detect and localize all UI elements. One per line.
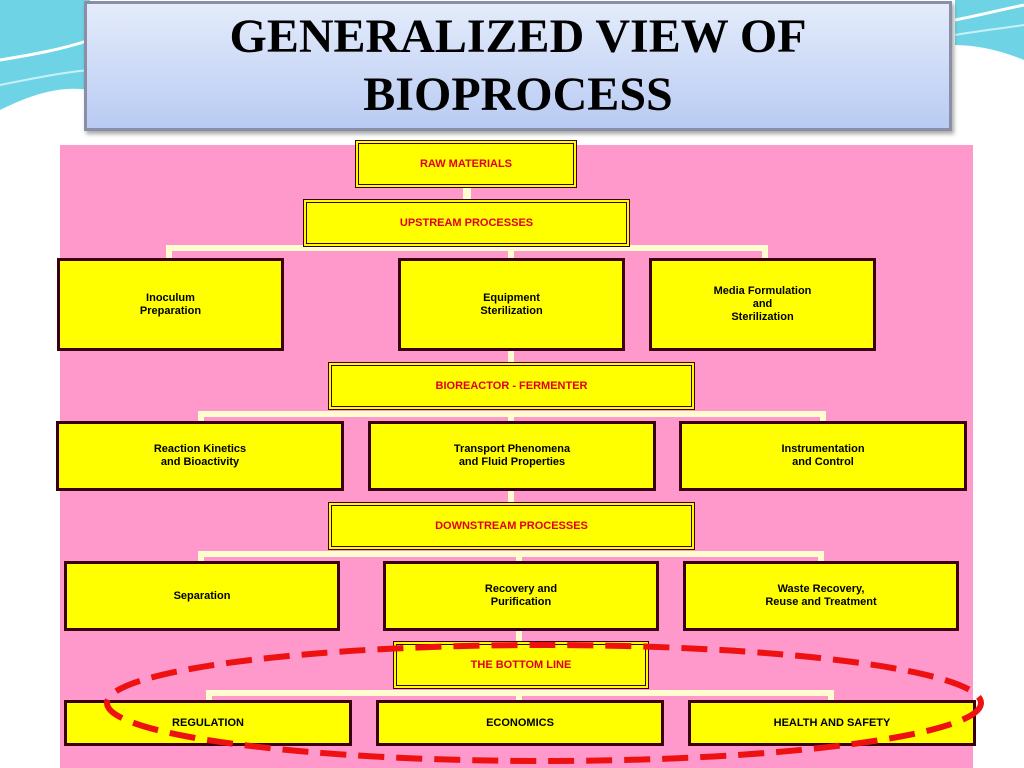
connector-upstream-right-drop [762, 245, 768, 259]
item-inoculum-preparation: Inoculum Preparation [57, 258, 284, 351]
item-instrumentation-control: Instrumentation and Control [679, 421, 967, 491]
item-recovery-purification: Recovery and Purification [383, 561, 659, 631]
stage-upstream-processes: UPSTREAM PROCESSES [303, 199, 630, 247]
connector-to-bottom-line [516, 629, 522, 643]
stage-bioreactor-fermenter: BIOREACTOR - FERMENTER [328, 362, 695, 410]
connector-downstream-left-drop [198, 551, 204, 563]
stage-bottom-line: THE BOTTOM LINE [393, 641, 649, 689]
item-transport-phenomena: Transport Phenomena and Fluid Properties [368, 421, 656, 491]
item-equipment-sterilization: Equipment Sterilization [398, 258, 625, 351]
connector-upstream-center-drop [508, 245, 514, 259]
top-right-swirl-line [954, 3, 1024, 22]
connector-upstream-bar [168, 245, 766, 251]
connector-downstream-center-drop [516, 551, 522, 563]
item-waste-recovery: Waste Recovery, Reuse and Treatment [683, 561, 959, 631]
connector-bioreactor-left-drop [198, 411, 204, 423]
slide-title: GENERALIZED VIEW OF BIOPROCESS [229, 10, 807, 121]
connector-bioreactor-right-drop [820, 411, 826, 423]
title-box: GENERALIZED VIEW OF BIOPROCESS [84, 1, 952, 131]
stage-raw-materials: RAW MATERIALS [355, 140, 577, 188]
connector-to-bioreactor [508, 349, 514, 363]
connector-bioreactor-center-drop [508, 411, 514, 423]
top-right-swirl-line-2 [954, 24, 1024, 36]
item-reaction-kinetics: Reaction Kinetics and Bioactivity [56, 421, 344, 491]
connector-raw-upstream [463, 186, 471, 202]
item-health-safety: HEALTH AND SAFETY [688, 700, 976, 746]
connector-to-downstream [508, 489, 514, 503]
top-left-swirl [0, 0, 90, 110]
stage-downstream-processes: DOWNSTREAM PROCESSES [328, 502, 695, 550]
top-left-swirl-line [0, 38, 91, 62]
top-left-swirl-line-2 [0, 69, 91, 86]
item-regulation: REGULATION [64, 700, 352, 746]
connector-downstream-bar [200, 551, 822, 557]
connector-downstream-right-drop [818, 551, 824, 563]
connector-upstream-left-drop [166, 245, 172, 259]
item-economics: ECONOMICS [376, 700, 664, 746]
item-separation: Separation [64, 561, 340, 631]
item-media-formulation: Media Formulation and Sterilization [649, 258, 876, 351]
